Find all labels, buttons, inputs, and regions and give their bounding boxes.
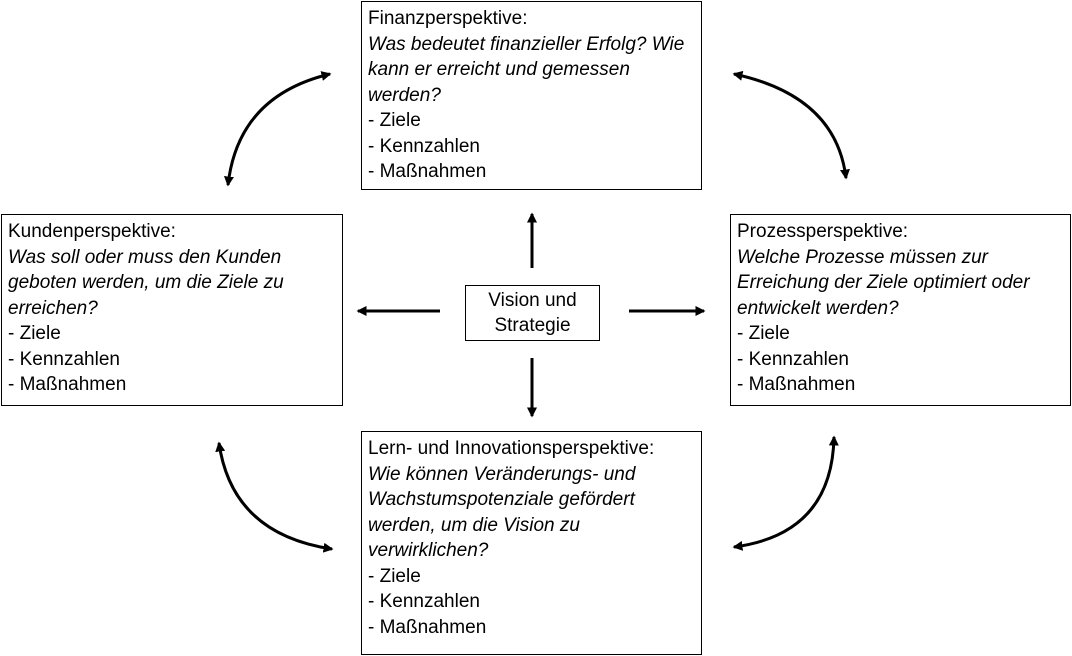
- learning-perspective-box: Lern- und Innovationsperspektive: Wie kö…: [361, 431, 702, 655]
- vision-label-line1: Vision und: [488, 290, 577, 311]
- customer-title: Kundenperspektive:: [8, 221, 176, 242]
- learning-item-list: - Ziele - Kennzahlen - Maßnahmen: [368, 564, 695, 641]
- process-item-goals: - Ziele: [737, 323, 790, 344]
- process-item-kpis: - Kennzahlen: [737, 348, 849, 370]
- arrow-customer-learning: [215, 441, 334, 553]
- finance-item-list: - Ziele - Kennzahlen - Maßnahmen: [368, 108, 695, 185]
- learning-item-measures: - Maßnahmen: [368, 616, 487, 638]
- process-title: Prozessperspektive:: [737, 221, 909, 242]
- finance-perspective-box: Finanzperspektive: Was bedeutet finanzie…: [361, 1, 702, 190]
- finance-item-goals: - Ziele: [368, 110, 421, 131]
- customer-item-goals: - Ziele: [8, 323, 61, 344]
- arrow-finance-customer: [223, 71, 332, 187]
- learning-item-kpis: - Kennzahlen: [368, 591, 480, 612]
- finance-question: Was bedeutet finanzieller Erfolg? Wie ka…: [368, 33, 685, 106]
- process-question: Welche Prozesse müssen zur Erreichung de…: [737, 246, 1030, 319]
- arrow-finance-process: [732, 70, 850, 180]
- vision-strategy-box: Vision und Strategie: [465, 285, 600, 341]
- customer-item-measures: - Maßnahmen: [8, 374, 127, 395]
- finance-item-measures: - Maßnahmen: [368, 161, 487, 182]
- learning-title: Lern- und Innovationsperspektive:: [368, 438, 655, 459]
- finance-title: Finanzperspektive:: [368, 8, 528, 29]
- customer-item-list: - Ziele - Kennzahlen - Maßnahmen: [8, 321, 336, 398]
- process-perspective-box: Prozessperspektive: Welche Prozesse müss…: [730, 214, 1071, 406]
- customer-perspective-box: Kundenperspektive: Was soll oder muss de…: [1, 214, 343, 406]
- process-item-list: - Ziele - Kennzahlen - Maßnahmen: [737, 321, 1064, 398]
- vision-label-line2: Strategie: [494, 315, 571, 336]
- learning-question: Wie können Veränderungs- und Wachstumspo…: [368, 463, 636, 562]
- process-item-measures: - Maßnahmen: [737, 374, 856, 395]
- learning-item-goals: - Ziele: [368, 565, 421, 587]
- arrow-process-learning: [732, 435, 839, 551]
- finance-item-kpis: - Kennzahlen: [368, 135, 480, 157]
- customer-question: Was soll oder muss den Kunden geboten we…: [8, 246, 284, 319]
- customer-item-kpis: - Kennzahlen: [8, 348, 120, 370]
